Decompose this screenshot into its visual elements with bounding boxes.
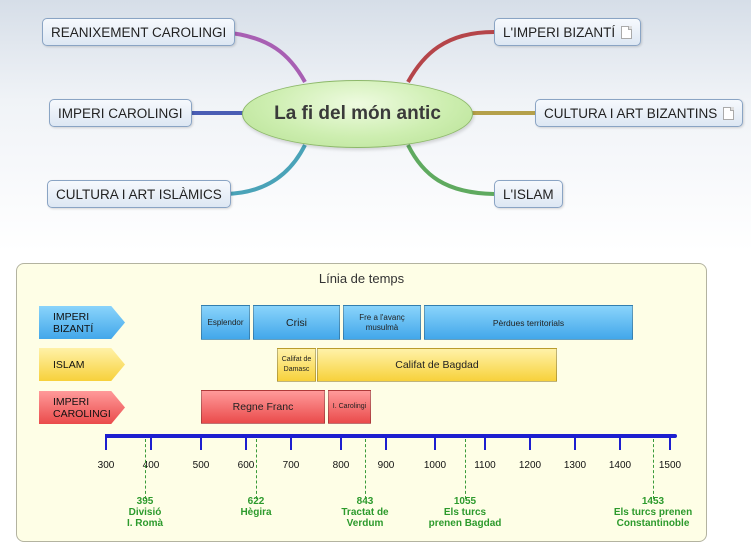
row-label-imperi-carolingi: IMPERI CAROLINGI: [39, 391, 125, 424]
bar-label: Regne Franc: [232, 401, 294, 413]
tick-label-700: 700: [282, 460, 300, 471]
event-text: prenen Bagdad: [428, 518, 502, 529]
bar-i-carolingi[interactable]: I. Carolingi: [328, 390, 371, 424]
bar-esplendor[interactable]: Esplendor: [201, 305, 250, 340]
central-topic-label: La fi del món antic: [274, 103, 441, 124]
bar-califat-bagdad[interactable]: Califat de Bagdad: [317, 348, 557, 382]
topic-islam[interactable]: L'ISLAM: [494, 180, 563, 208]
tick-label-300: 300: [97, 460, 115, 471]
tick-1500: [669, 434, 671, 450]
bar-califat-damasc[interactable]: Califat de Damasc: [277, 348, 316, 382]
mind-map: La fi del món antic REANIXEMENT CAROLING…: [0, 0, 751, 250]
tick-1200: [529, 434, 531, 450]
bar-label: Pèrdues territorials: [492, 317, 565, 328]
event-text: Els turcs: [443, 507, 487, 518]
event-marker-1453: [653, 439, 654, 499]
event-395: 395 Divisió I. Romà: [85, 496, 205, 529]
event-text: Verdum: [346, 518, 384, 529]
row-label-imperi-bizanti: IMPERI BIZANTÍ: [39, 306, 125, 339]
topic-cultura-art-bizantins[interactable]: CULTURA I ART BIZANTINS: [535, 99, 744, 127]
event-622: 622 Hègira: [196, 496, 316, 518]
tick-label-1100: 1100: [474, 460, 496, 471]
event-year: 843: [356, 496, 374, 507]
bar-label: Esplendor: [207, 317, 244, 327]
topic-label: L'IMPERI BIZANTÍ: [503, 24, 616, 40]
timeline-panel: Línia de temps IMPERI BIZANTÍ ISLAM IMPE…: [16, 263, 707, 542]
tick-label-1200: 1200: [518, 460, 542, 471]
topic-label: IMPERI CAROLINGI: [58, 105, 183, 121]
topic-label: CULTURA I ART BIZANTINS: [544, 105, 718, 121]
row-label-text: IMPERI BIZANTÍ: [53, 310, 94, 335]
event-text: Constantinoble: [616, 518, 690, 529]
tick-1100: [484, 434, 486, 450]
bar-label: Califat de Damasc: [281, 356, 312, 373]
bar-perdues-territorials[interactable]: Pèrdues territorials: [424, 305, 633, 340]
tick-label-500: 500: [192, 460, 210, 471]
tick-300: [105, 434, 107, 450]
event-text: Els turcs prenen: [613, 507, 693, 518]
topic-imperi-bizanti[interactable]: L'IMPERI BIZANTÍ: [494, 18, 642, 46]
bar-regne-franc[interactable]: Regne Franc: [201, 390, 325, 424]
event-year: 622: [247, 496, 265, 507]
event-1055: 1055 Els turcs prenen Bagdad: [405, 496, 525, 529]
event-text: Tractat de: [341, 507, 389, 518]
topic-imperi-carolingi[interactable]: IMPERI CAROLINGI: [49, 99, 192, 127]
row-label-text: ISLAM: [53, 358, 85, 371]
event-year: 395: [136, 496, 154, 507]
tick-label-1000: 1000: [423, 460, 447, 471]
event-text: Hègira: [240, 507, 272, 518]
note-icon[interactable]: [723, 106, 735, 120]
tick-500: [200, 434, 202, 450]
event-marker-395: [145, 439, 146, 499]
tick-600: [245, 434, 247, 450]
bar-label: Califat de Bagdad: [395, 359, 479, 371]
event-marker-1055: [465, 439, 466, 499]
tick-400: [150, 434, 152, 450]
event-year: 1453: [641, 496, 665, 507]
central-topic[interactable]: La fi del món antic: [242, 80, 473, 148]
tick-label-1400: 1400: [608, 460, 632, 471]
bar-fre-avanc-musulma[interactable]: Fre a l'avanç musulmà: [343, 305, 421, 340]
tick-label-1500: 1500: [658, 460, 682, 471]
tick-label-400: 400: [142, 460, 160, 471]
branch-connectors: [181, 30, 535, 196]
note-icon[interactable]: [621, 25, 633, 39]
bar-label: Fre a l'avanç musulmà: [359, 312, 405, 332]
tick-label-600: 600: [237, 460, 255, 471]
tick-label-800: 800: [332, 460, 350, 471]
row-label-text: IMPERI CAROLINGI: [53, 395, 111, 420]
topic-label: L'ISLAM: [503, 186, 554, 202]
topic-label: REANIXEMENT CAROLINGI: [51, 24, 227, 40]
tick-1000: [434, 434, 436, 450]
topic-label: CULTURA I ART ISLÀMICS: [56, 186, 222, 202]
timeline-title: Línia de temps: [318, 271, 405, 286]
event-text: I. Romà: [126, 518, 164, 529]
row-label-islam: ISLAM: [39, 348, 125, 381]
event-marker-843: [365, 439, 366, 499]
tick-700: [290, 434, 292, 450]
event-year: 1055: [453, 496, 477, 507]
tick-label-900: 900: [377, 460, 395, 471]
tick-800: [340, 434, 342, 450]
tick-1400: [619, 434, 621, 450]
bar-label: I. Carolingi: [332, 403, 367, 410]
event-text: Divisió: [128, 507, 162, 518]
bar-crisi[interactable]: Crisi: [253, 305, 340, 340]
timeline-axis: [105, 434, 677, 438]
event-marker-622: [256, 439, 257, 499]
topic-reanixement-carolingi[interactable]: REANIXEMENT CAROLINGI: [42, 18, 236, 46]
tick-label-1300: 1300: [563, 460, 587, 471]
topic-cultura-art-islamics[interactable]: CULTURA I ART ISLÀMICS: [47, 180, 231, 208]
bar-label: Crisi: [286, 316, 307, 329]
tick-900: [385, 434, 387, 450]
event-843: 843 Tractat de Verdum: [305, 496, 425, 529]
tick-1300: [574, 434, 576, 450]
event-1453: 1453 Els turcs prenen Constantinoble: [593, 496, 713, 529]
